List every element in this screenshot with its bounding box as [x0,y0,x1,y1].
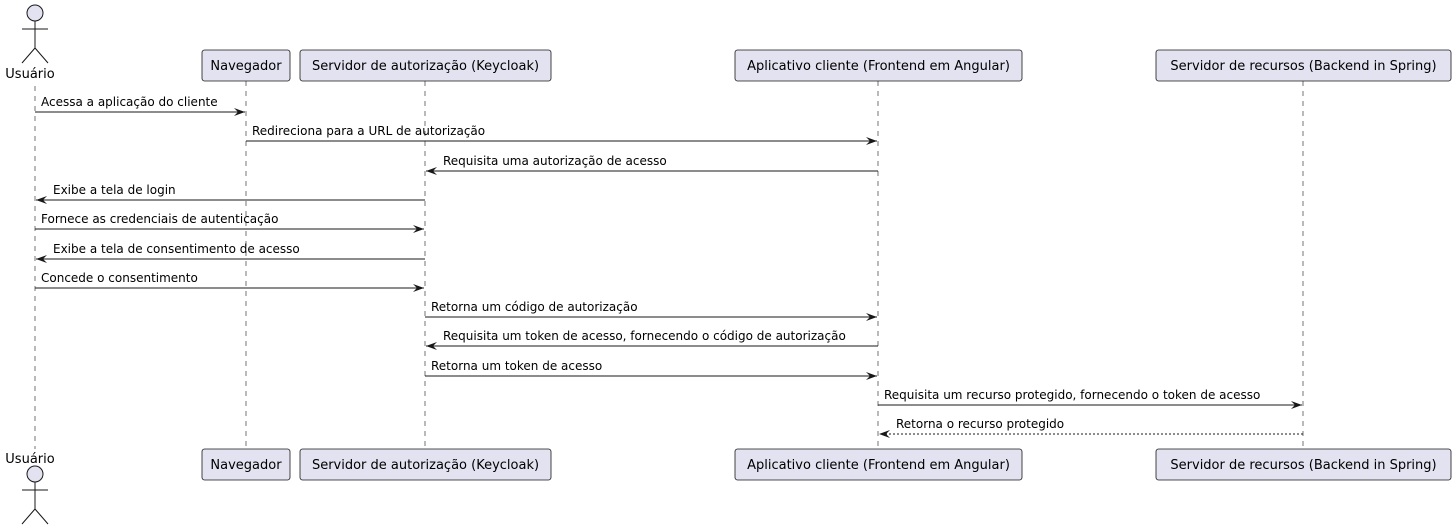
participant-name: Servidor de autorização (Keycloak) [312,59,539,74]
arrowhead-icon [426,167,437,175]
participant-name: Servidor de recursos (Backend in Spring) [1170,59,1436,74]
message-label: Concede o consentimento [41,271,198,285]
message-arrow: Retorna um código de autorização [425,300,877,321]
arrowhead-icon [866,313,877,321]
participant-spring-bottom: Servidor de recursos (Backend in Spring) [1155,448,1452,481]
message-arrow: Acessa a aplicação do cliente [35,95,245,116]
actor-name: Usuário [5,452,54,467]
message-arrow: Fornece as credenciais de autenticação [35,212,424,233]
participant-name: Navegador [210,59,282,74]
message-label: Fornece as credenciais de autenticação [41,212,278,226]
messages: Acessa a aplicação do clienteRedireciona… [35,95,1303,438]
participant-angular-bottom: Aplicativo cliente (Frontend em Angular) [734,448,1023,481]
participant-keycloak-bottom: Servidor de autorização (Keycloak) [299,448,552,481]
arrowhead-icon [426,342,437,350]
arrowhead-icon [866,137,877,145]
message-label: Redireciona para a URL de autorização [252,124,485,138]
participant-name: Aplicativo cliente (Frontend em Angular) [747,458,1010,473]
actor-usuario-top: Usuário [5,4,55,82]
participant-spring-top: Servidor de recursos (Backend in Spring) [1155,49,1452,82]
participant-keycloak-top: Servidor de autorização (Keycloak) [299,49,552,82]
arrowhead-icon [36,196,47,204]
message-arrow: Retorna o recurso protegido [879,417,1303,438]
participant-name: Aplicativo cliente (Frontend em Angular) [747,59,1010,74]
message-label: Requisita uma autorização de acesso [443,154,667,168]
message-label: Retorna um token de acesso [431,359,602,373]
participant-name: Navegador [210,458,282,473]
actor-figure-icon [21,4,49,64]
arrowhead-icon [36,255,47,263]
message-arrow: Redireciona para a URL de autorização [246,124,877,145]
message-arrow: Retorna um token de acesso [425,359,877,380]
arrowhead-icon [879,430,890,438]
message-label: Exibe a tela de login [53,183,176,197]
message-label: Retorna o recurso protegido [896,417,1064,431]
message-arrow: Exibe a tela de login [36,183,425,204]
participant-navegador-top: Navegador [201,49,291,82]
lifelines [34,81,1304,449]
message-label: Requisita um recurso protegido, fornecen… [884,388,1260,402]
actor-figure-icon [21,465,49,525]
participant-name: Servidor de recursos (Backend in Spring) [1170,458,1436,473]
message-label: Requisita um token de acesso, fornecendo… [443,329,846,343]
participant-name: Servidor de autorização (Keycloak) [312,458,539,473]
message-label: Retorna um código de autorização [431,300,638,314]
arrowhead-icon [413,225,424,233]
actor-name: Usuário [5,67,54,82]
participant-angular-top: Aplicativo cliente (Frontend em Angular) [734,49,1023,82]
message-arrow: Requisita um token de acesso, fornecendo… [426,329,878,350]
message-label: Exibe a tela de consentimento de acesso [53,242,300,256]
arrowhead-icon [234,108,245,116]
message-arrow: Requisita um recurso protegido, fornecen… [878,388,1302,409]
arrowhead-icon [1291,401,1302,409]
message-arrow: Concede o consentimento [35,271,424,292]
message-label: Acessa a aplicação do cliente [41,95,218,109]
actor-usuario-bottom: Usuário [5,452,55,525]
arrowhead-icon [866,372,877,380]
message-arrow: Requisita uma autorização de acesso [426,154,878,175]
arrowhead-icon [413,284,424,292]
participant-navegador-bottom: Navegador [201,448,291,481]
message-arrow: Exibe a tela de consentimento de acesso [36,242,425,263]
